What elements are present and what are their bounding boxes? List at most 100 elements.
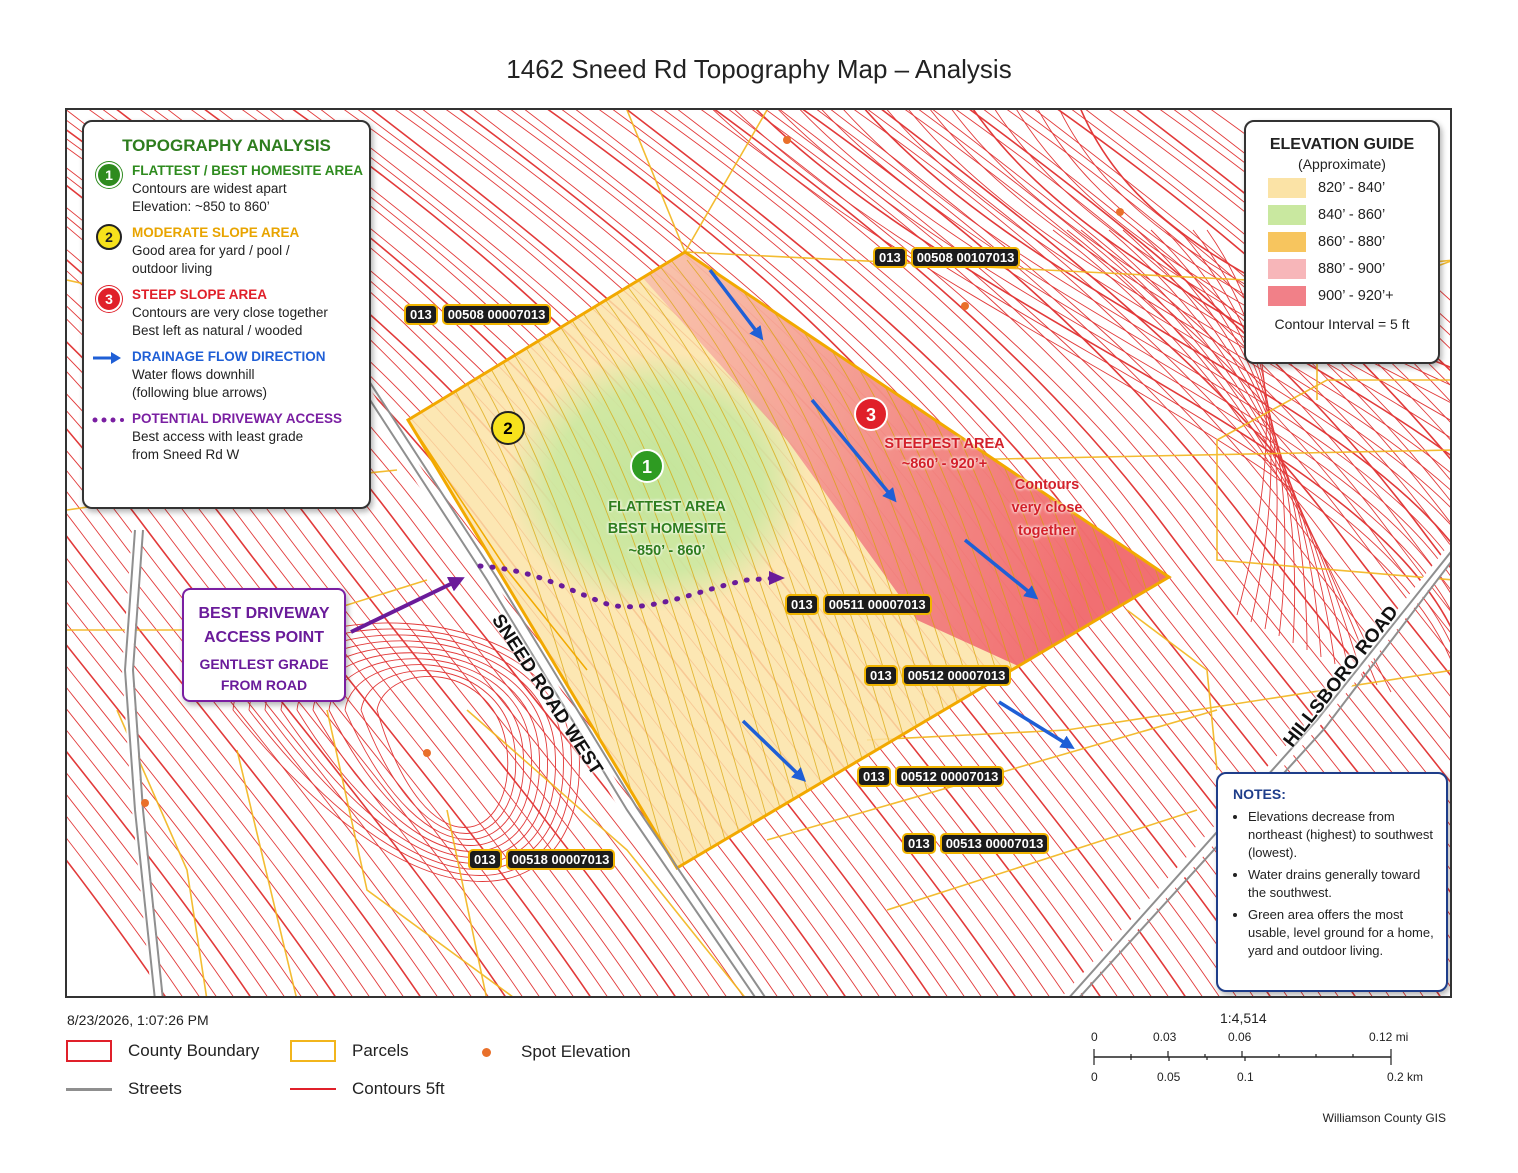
contour-line: [67, 270, 659, 996]
contour-line: [67, 730, 268, 996]
contour-line: [67, 580, 387, 996]
contour-line: [67, 341, 591, 996]
blue-arrow-icon: [93, 352, 121, 364]
contour-line: [67, 393, 540, 996]
drainage-arrows: [708, 268, 1075, 782]
county-boundary-swatch: [66, 1040, 112, 1062]
contour-line: [1085, 110, 1450, 423]
analysis-item-moderate: 2 MODERATE SLOPE AREA Good area for yard…: [84, 224, 369, 278]
contour-line: [867, 110, 1450, 697]
scale-mi-label: 0.12 mi: [1369, 1030, 1409, 1044]
flat-area-label: FLATTEST AREA BEST HOMESITE ~850’ - 860’: [587, 496, 747, 562]
contour-line: [1178, 229, 1278, 630]
contour-line: [67, 491, 455, 996]
contour-line: [956, 110, 1450, 590]
contour-line: [67, 687, 302, 996]
contour-line: [951, 110, 1450, 473]
topography-analysis-panel: TOPOGRAPHY ANALYSIS 1 FLATTEST / BEST HO…: [82, 120, 371, 509]
contour-line: [67, 644, 336, 996]
analysis-item-steep: 3 STEEP SLOPE AREA Contours are very clo…: [84, 286, 369, 340]
contour-line: [67, 794, 217, 996]
driveway-callout-arrow: [350, 576, 465, 634]
contour-line: [779, 110, 1450, 804]
contour-line: [1192, 229, 1272, 623]
scale-ratio: 1:4,514: [1220, 1010, 1267, 1026]
contour-line: [376, 675, 509, 828]
drainage-arrow: [741, 719, 807, 782]
contour-line: [972, 110, 1450, 456]
contour-line: [67, 535, 421, 996]
svg-text:1: 1: [642, 457, 652, 477]
drainage-arrow: [998, 700, 1075, 749]
contour-line: [1108, 229, 1336, 665]
west-street[interactable]: [121, 529, 164, 998]
legend-contours: Contours 5ft: [290, 1079, 445, 1099]
drainage-arrow: [810, 398, 897, 503]
contour-line: [930, 110, 1450, 491]
contour-line: [67, 259, 676, 996]
zone-marker-1[interactable]: 1: [630, 449, 664, 483]
contour-line: [1007, 110, 1450, 523]
analysis-item-driveway: POTENTIAL DRIVEWAY ACCESS Best access wi…: [84, 410, 369, 464]
elevation-swatch: [1268, 232, 1306, 252]
contour-line: [67, 305, 625, 996]
contour-line: [67, 623, 353, 996]
site-contour-line: [590, 259, 852, 868]
contour-line: [67, 470, 472, 996]
contour-line: [67, 207, 744, 996]
driveway-route[interactable]: [477, 563, 780, 610]
zone-marker-3[interactable]: 3: [854, 397, 888, 431]
contours-swatch: [290, 1088, 336, 1090]
contour-line: [67, 859, 166, 996]
purple-dots-icon: [92, 417, 124, 423]
contour-line: [1052, 229, 1392, 693]
contours-line3: together: [1018, 523, 1076, 539]
flat-area-line2: BEST HOMESITE: [607, 521, 727, 537]
hillsboro-road[interactable]: [1062, 544, 1452, 998]
elevation-swatch: [1268, 178, 1306, 198]
drainage-arrow: [963, 538, 1039, 600]
contour-line: [328, 658, 533, 846]
spot-elevation: [1116, 208, 1124, 216]
map-frame[interactable]: 2 1 3 FLATTEST AREA BEST HOMESITE ~850’ …: [65, 108, 1452, 998]
spot-elevation: [423, 749, 431, 757]
contour-line: [312, 652, 541, 852]
contour-line: [1020, 110, 1450, 501]
contour-line: [1066, 229, 1378, 686]
site-contour-line: [542, 259, 804, 868]
contour-line: [816, 110, 1450, 761]
analysis-heading: TOPOGRAPHY ANALYSIS: [122, 136, 331, 155]
elevation-row: 820’ - 840’: [1268, 178, 1438, 198]
elevation-guide-panel: ELEVATION GUIDE (Approximate) 820’ - 840…: [1244, 120, 1440, 364]
contour-line: [67, 249, 693, 996]
sneed-road-west[interactable]: [351, 376, 767, 998]
site-contour-line: [574, 259, 836, 868]
contour-line: [983, 110, 1450, 546]
legend-spot-elevation: Spot Elevation: [482, 1042, 631, 1062]
contour-line: [67, 708, 285, 996]
contour-line: [905, 110, 1450, 654]
zone-marker-2[interactable]: 2: [491, 411, 525, 445]
scale-mi-label: 0: [1091, 1030, 1098, 1044]
contour-line: [296, 646, 548, 858]
elevation-row: 860’ - 880’: [1268, 232, 1438, 252]
flat-area-line1: FLATTEST AREA: [608, 499, 726, 515]
elevation-guide-heading: ELEVATION GUIDE: [1269, 136, 1415, 153]
elevation-row: 900’ - 920’+: [1268, 286, 1438, 306]
elevation-row: 880’ - 900’: [1268, 259, 1438, 279]
contour-line: [1016, 110, 1450, 421]
contour-line: [881, 110, 1450, 676]
steep-area-line2: ~860’ - 920’+: [901, 456, 988, 472]
elevation-swatch: [1268, 205, 1306, 225]
spot-elevation: [961, 302, 969, 310]
contour-line: [67, 318, 608, 996]
contour-line: [918, 110, 1450, 633]
spot-elevation: [783, 136, 791, 144]
